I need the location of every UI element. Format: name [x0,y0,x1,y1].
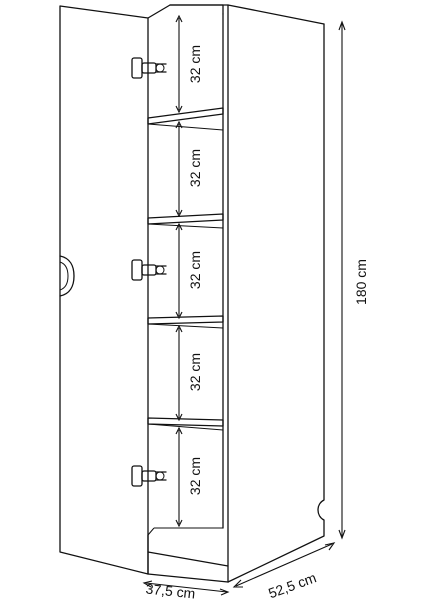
height-label: 180 cm [353,259,369,305]
hinge-bottom [131,465,167,487]
height-dimension: 180 cm [338,20,369,540]
gap-dimension-4 [175,324,183,422]
shelf-2 [147,213,224,229]
hinge-top [131,57,167,79]
width-label: 37,5 cm [145,580,196,600]
shelf-1 [147,107,224,131]
door-handle-recess [59,255,75,297]
shelf-gap-labels: 32 cm 32 cm 32 cm 32 cm 32 cm [187,45,203,495]
gap-label-4: 32 cm [187,353,203,391]
gap-label-5: 32 cm [187,457,203,495]
open-door [59,5,149,575]
depth-label: 52,5 cm [266,569,318,600]
cabinet-body [147,4,325,583]
gap-label-3: 32 cm [187,251,203,289]
hinge-middle [131,259,167,281]
width-dimension: 37,5 cm [142,580,230,600]
gap-label-2: 32 cm [187,149,203,187]
gap-dimension-1 [175,14,183,114]
gap-label-1: 32 cm [187,45,203,83]
gap-dimension-3 [175,222,183,320]
gap-dimension-5 [175,426,183,528]
shelves [147,107,224,431]
gap-dimension-2 [175,120,183,218]
shelf-3 [147,315,224,329]
shelf-gap-dimensions [175,14,183,528]
shelf-4 [147,417,224,431]
